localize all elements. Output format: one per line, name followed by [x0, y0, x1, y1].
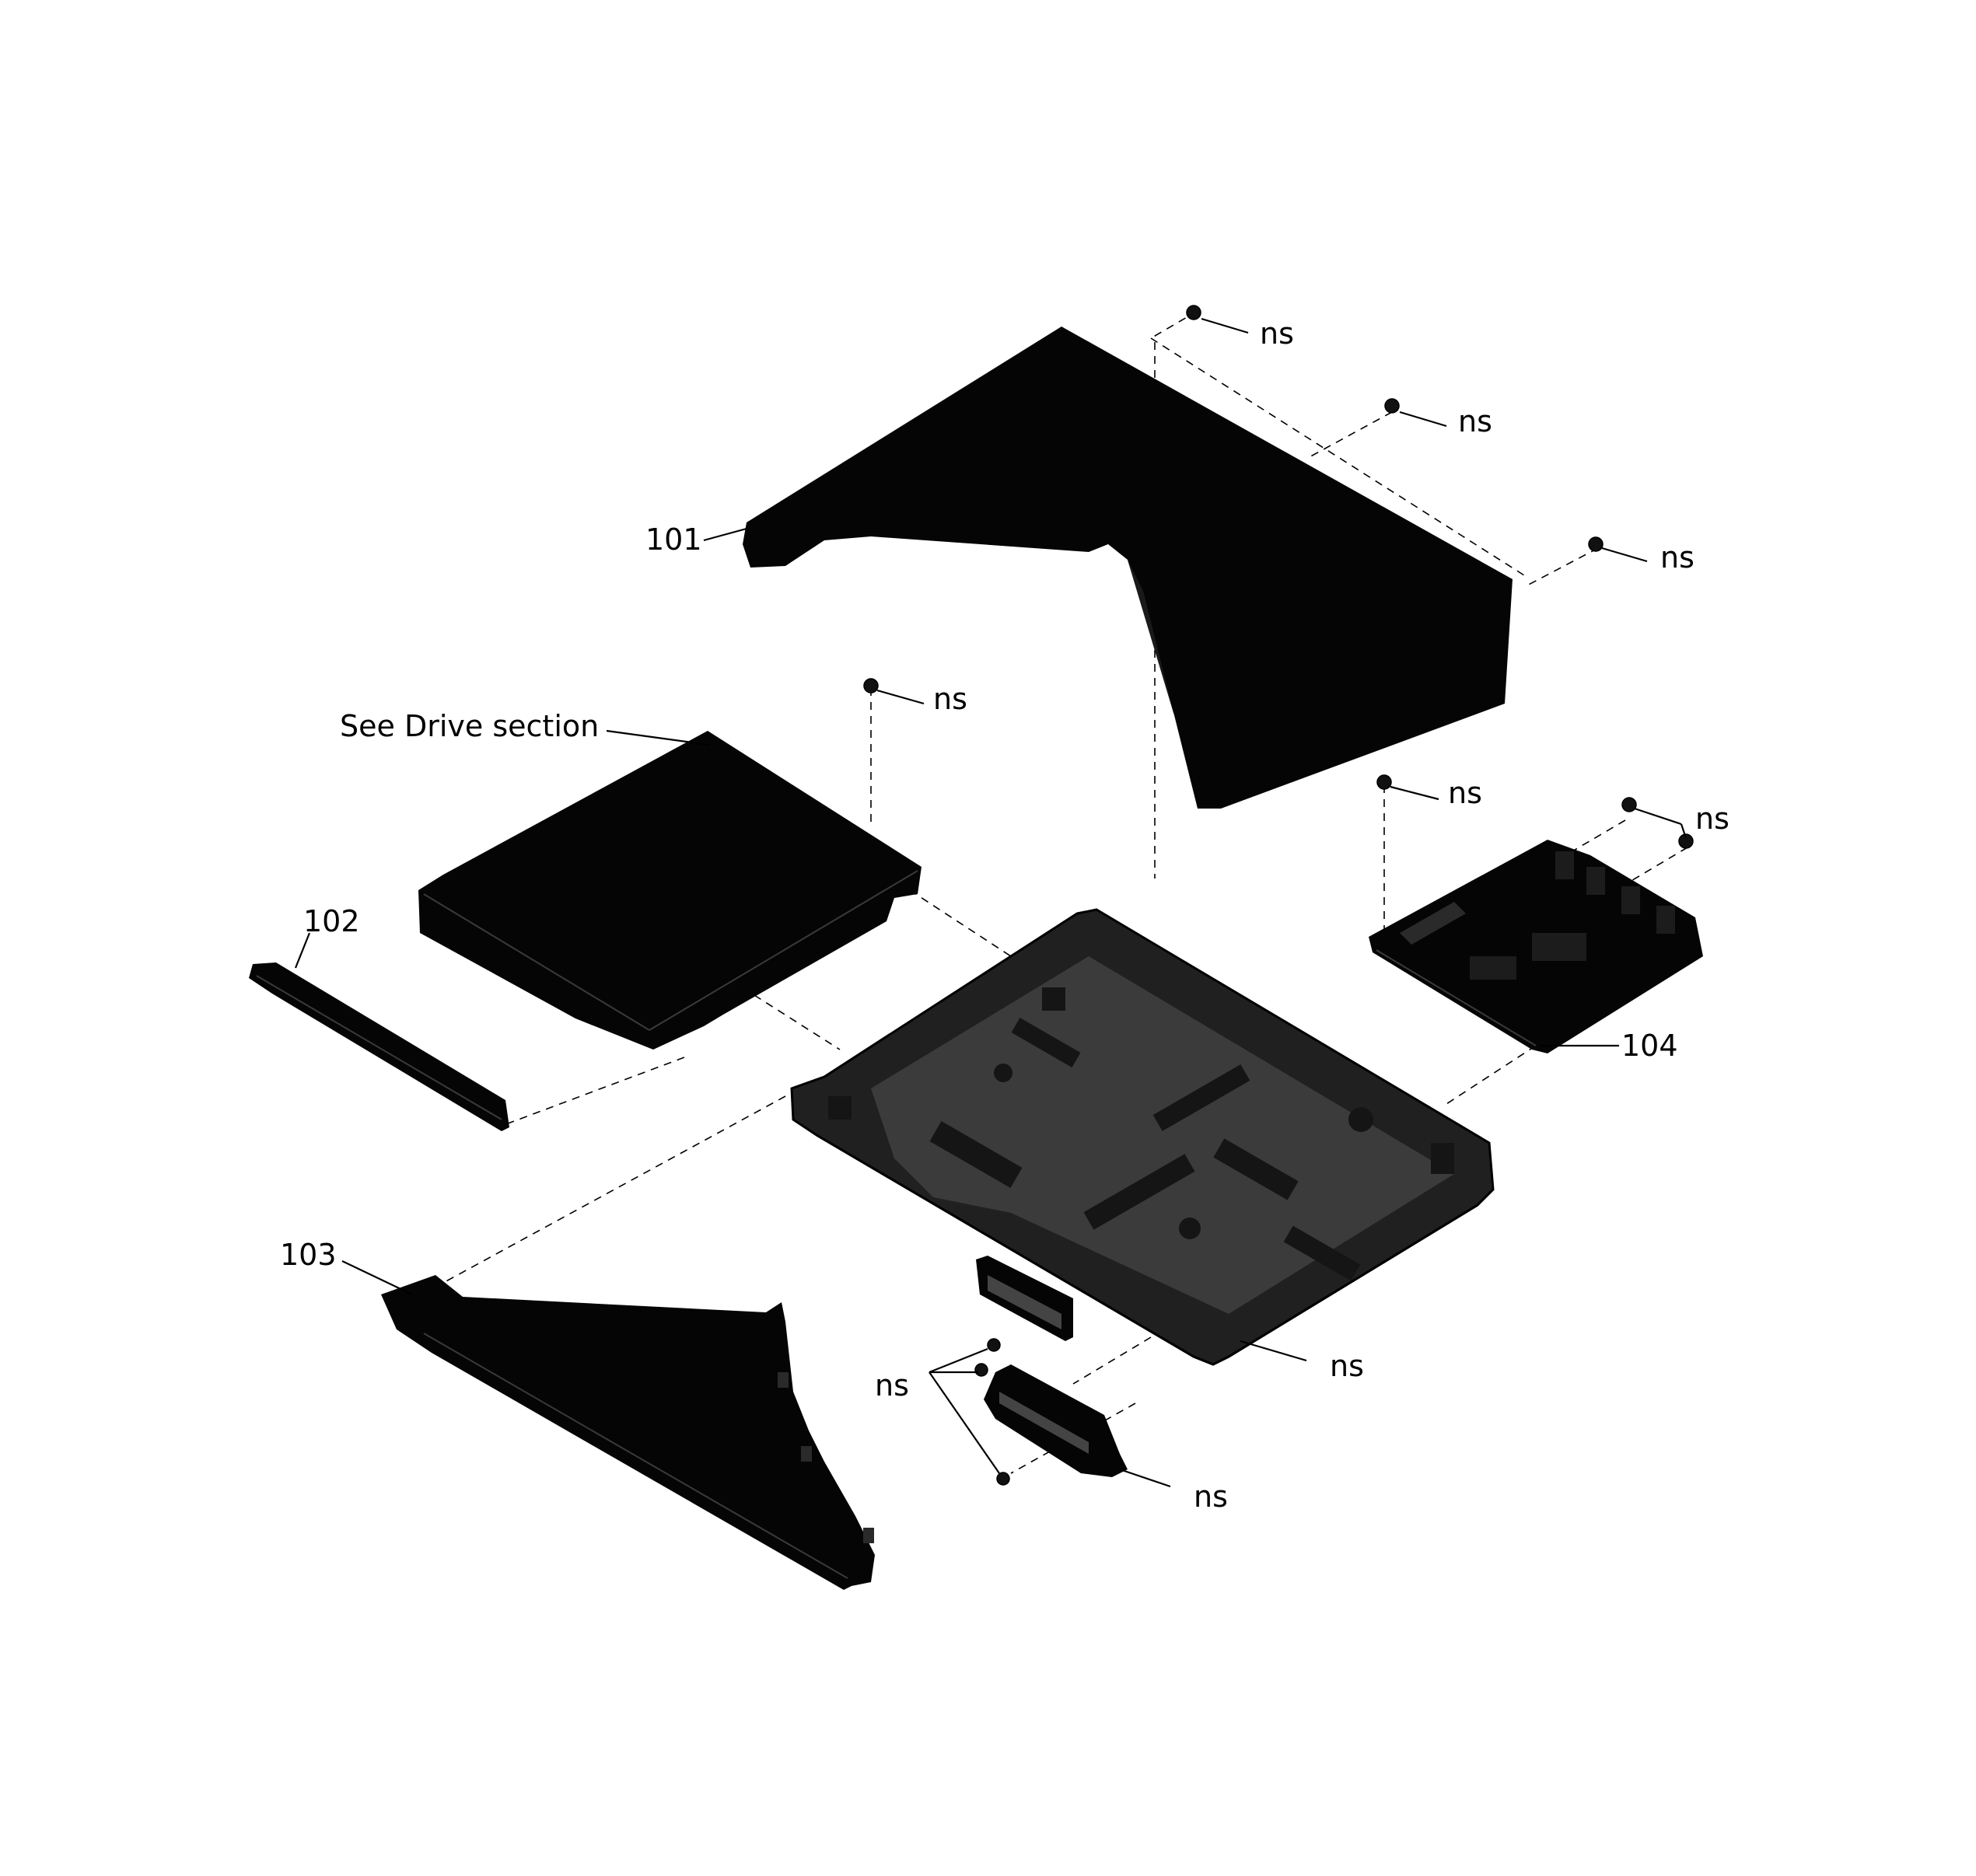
- label-ns-top-3: ns: [1660, 540, 1694, 575]
- screws: [863, 305, 1694, 1486]
- main-chassis: [790, 908, 1495, 1366]
- screw-front-1: [987, 1338, 1001, 1352]
- label-part-102: 102: [303, 904, 360, 938]
- label-ns-jacks: ns: [875, 1368, 909, 1403]
- screw-front-2: [974, 1363, 988, 1377]
- screw-top-2: [1384, 398, 1400, 414]
- label-ns-board-1: ns: [1448, 776, 1482, 810]
- disc-drive-unit: [418, 731, 922, 1050]
- rear-board-part-104: [1369, 840, 1703, 1053]
- front-bracket-board: [984, 1364, 1128, 1477]
- label-ns-drive: ns: [933, 682, 967, 716]
- label-ns-board-2: ns: [1695, 802, 1729, 836]
- screw-board-1: [1376, 774, 1392, 790]
- front-panel-part-103: [381, 1275, 875, 1590]
- label-part-104: 104: [1621, 1029, 1678, 1063]
- screw-front-3: [996, 1472, 1010, 1486]
- label-part-101: 101: [645, 522, 702, 557]
- front-jack-board: [976, 1256, 1073, 1341]
- label-ns-top-2: ns: [1458, 404, 1492, 438]
- callout-labels: 101 ns ns ns ns See Drive section ns ns …: [280, 316, 1729, 1514]
- screw-board-3: [1678, 833, 1694, 849]
- screw-drive: [863, 678, 879, 693]
- screw-top-1: [1186, 305, 1201, 320]
- top-cover-part-101: [743, 327, 1513, 809]
- label-see-drive-section: See Drive section: [340, 709, 599, 743]
- front-trim-part-102: [249, 962, 509, 1131]
- label-part-103: 103: [280, 1238, 337, 1272]
- label-ns-chassis: ns: [1330, 1349, 1364, 1383]
- label-ns-bracket: ns: [1194, 1479, 1228, 1514]
- screw-top-3: [1588, 536, 1604, 552]
- label-ns-top-1: ns: [1260, 316, 1294, 351]
- screw-board-2: [1621, 797, 1637, 812]
- leader-lines: [294, 317, 1687, 1488]
